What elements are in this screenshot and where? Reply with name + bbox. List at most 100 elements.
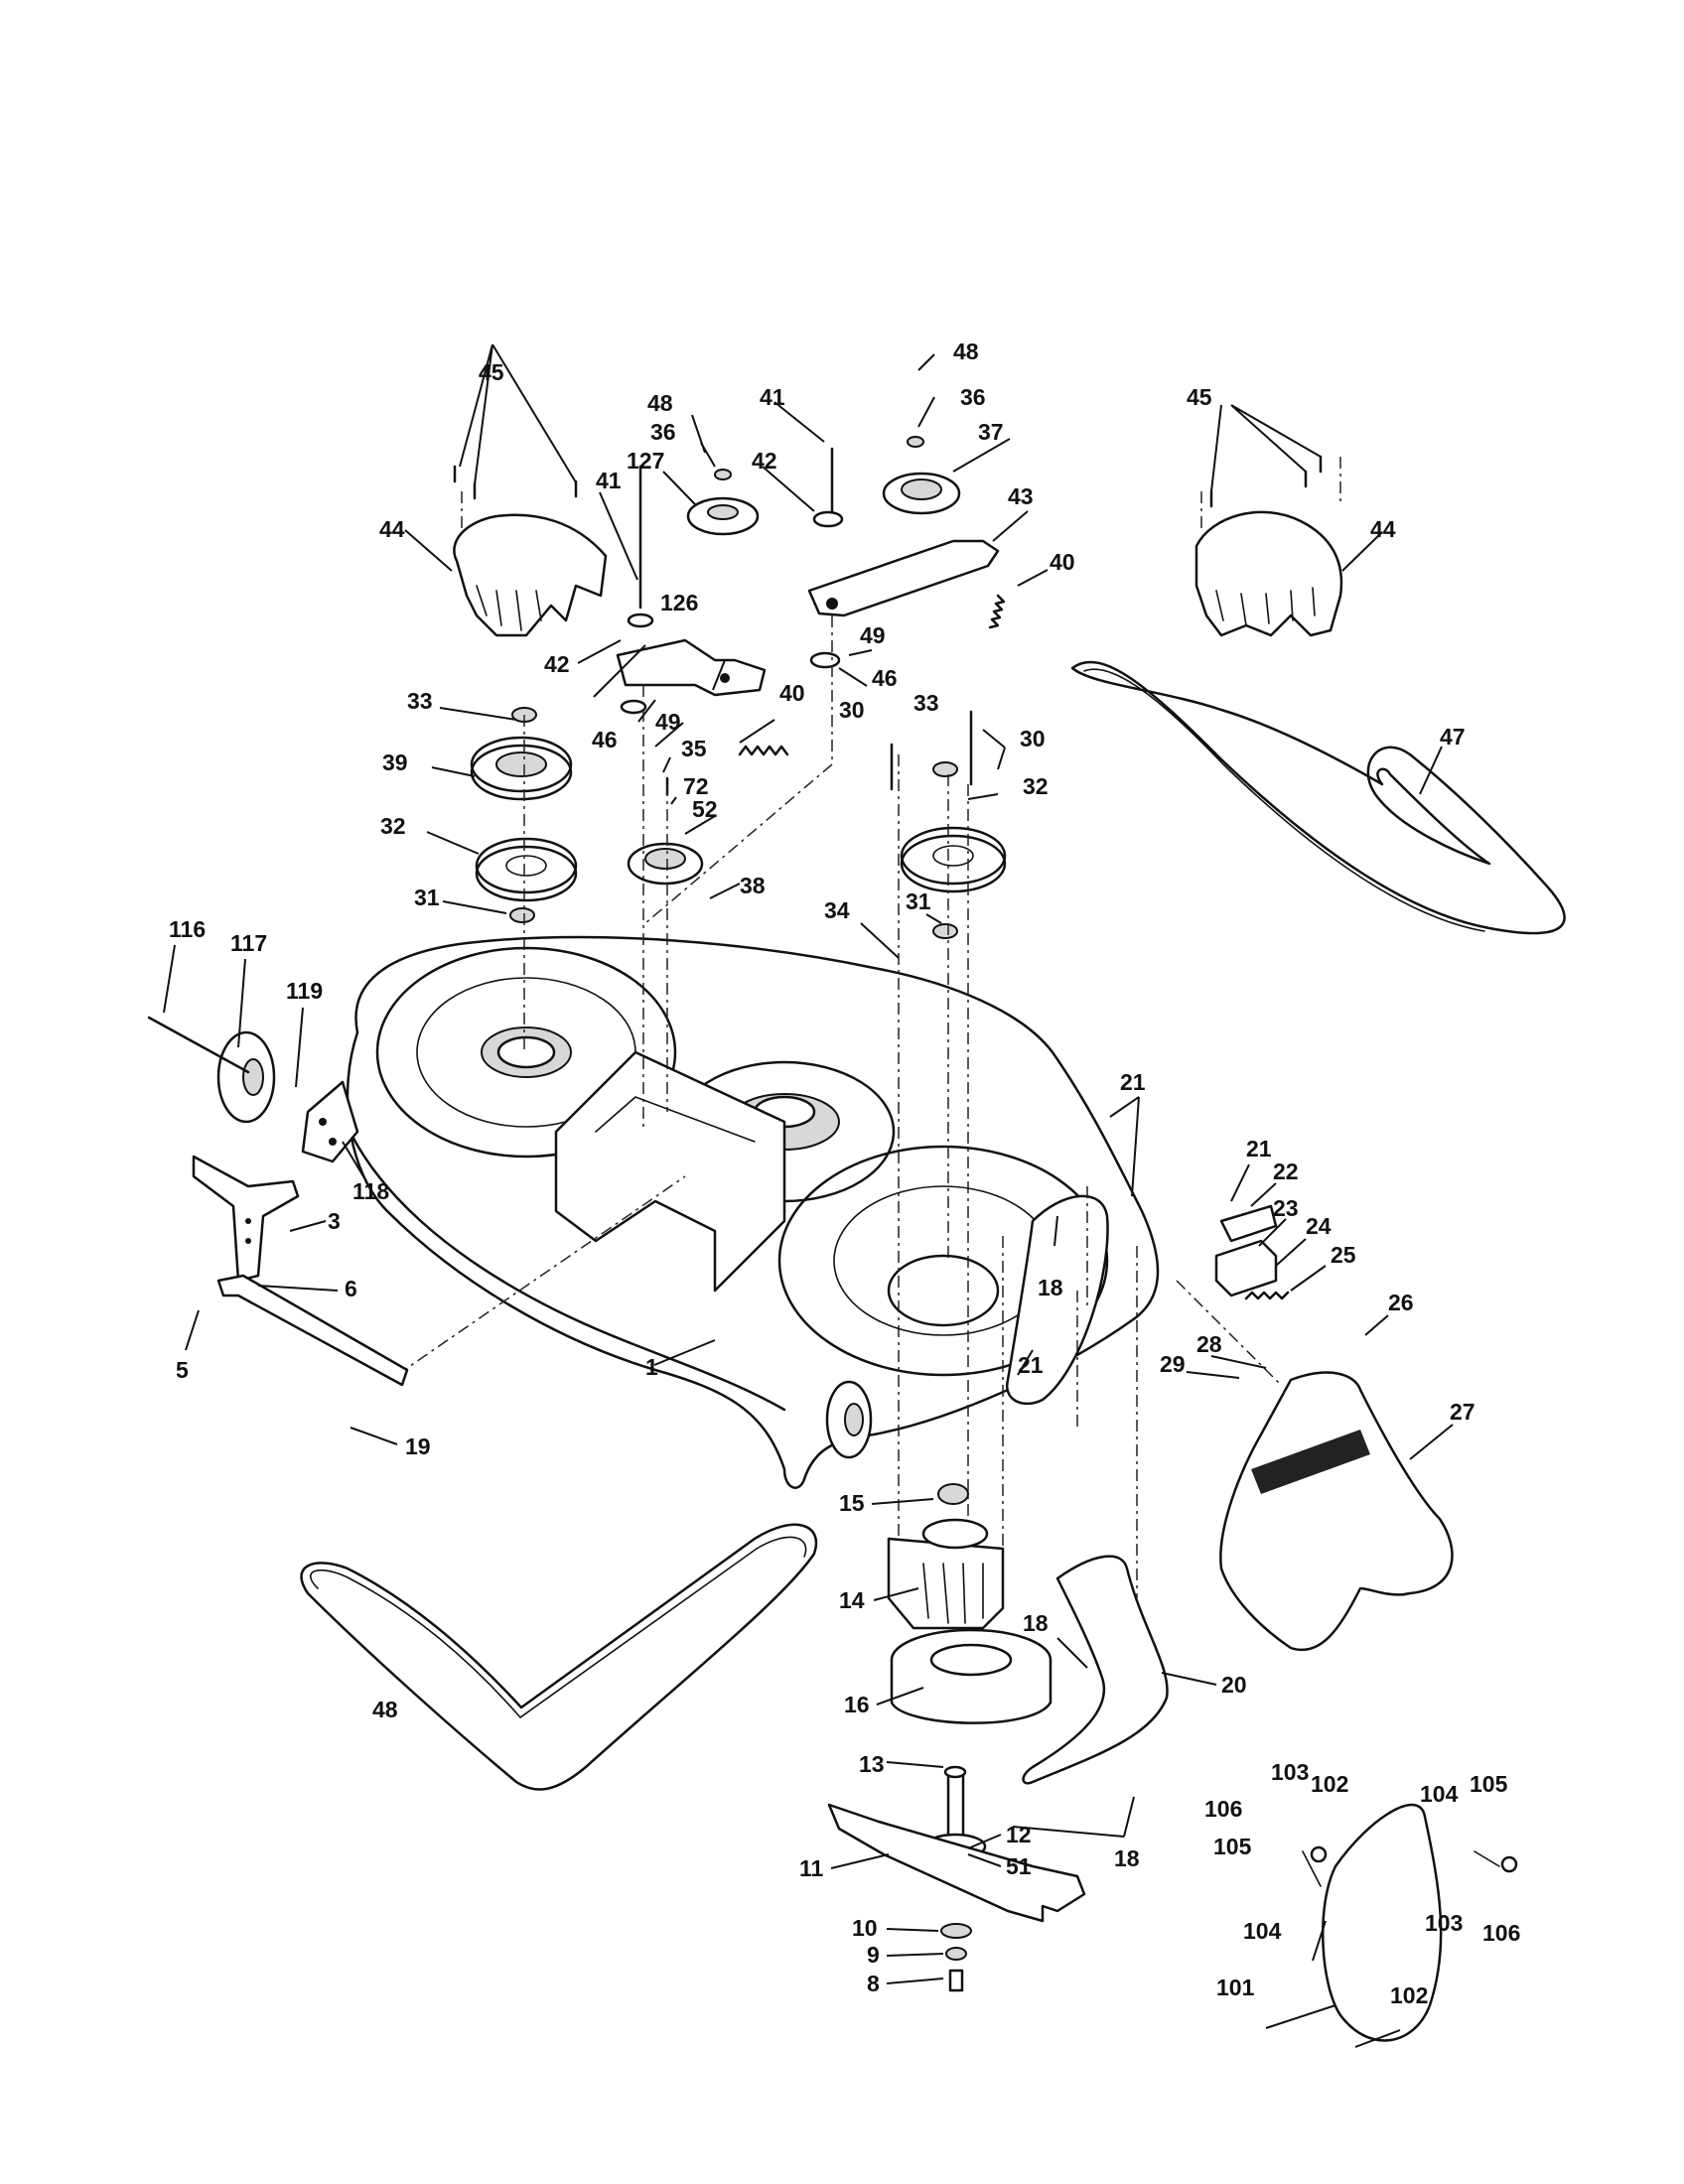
label-119: 119: [286, 978, 323, 1004]
label-21-a: 21: [1120, 1069, 1146, 1095]
leader-lines: [163, 343, 1454, 2048]
belt-48: [300, 1523, 818, 1791]
idler-arm-126: [616, 638, 767, 697]
label-48: 48: [372, 1697, 398, 1722]
chute-bracket-23: [1214, 1204, 1278, 1297]
label-41-b: 41: [596, 468, 622, 493]
label-34: 34: [824, 897, 850, 923]
label-8: 8: [867, 1971, 880, 1996]
label-49-b: 48: [953, 339, 979, 364]
pulley-32-right: [900, 826, 1007, 893]
spacer-15: [937, 1483, 969, 1505]
label-26: 26: [1388, 1290, 1414, 1315]
blade-hardware: [940, 1923, 972, 1992]
label-49-a: 48: [647, 390, 673, 416]
label-127: 127: [627, 448, 664, 474]
label-101: 101: [1216, 1975, 1255, 2000]
label-5: 5: [176, 1357, 189, 1383]
label-117: 117: [230, 930, 267, 956]
label-21-b: 21: [1246, 1136, 1272, 1161]
label-104-b: 104: [1243, 1918, 1282, 1944]
belt-cover-right-45: [1194, 510, 1343, 637]
label-23: 23: [1273, 1195, 1299, 1221]
label-51: 51: [1006, 1853, 1032, 1879]
label-29: 29: [1160, 1351, 1186, 1377]
label-40-a: 40: [1050, 549, 1075, 575]
label-36-a: 36: [650, 419, 676, 445]
label-32-b: 32: [1023, 773, 1049, 799]
label-14: 14: [839, 1587, 865, 1613]
mulch-plug-101: [1302, 1803, 1518, 2042]
label-18-b: 18: [1023, 1610, 1049, 1636]
label-39: 39: [382, 750, 408, 775]
label-42-b: 42: [544, 651, 570, 677]
label-42-a: 42: [752, 448, 777, 474]
label-32-a: 32: [380, 813, 406, 839]
label-102-b: 102: [1390, 1982, 1428, 2008]
idler-pulley-127: [686, 496, 760, 536]
label-19: 19: [405, 1433, 431, 1459]
label-9: 9: [867, 1942, 880, 1968]
height-adjust-bracket-3: [192, 1155, 300, 1283]
label-6: 6: [345, 1276, 357, 1301]
label-13: 13: [859, 1751, 885, 1777]
label-24: 24: [1306, 1213, 1332, 1239]
label-106-b: 106: [1482, 1920, 1520, 1946]
label-72: 72: [683, 773, 709, 799]
blade-11: [827, 1803, 1086, 1923]
pulley-39: [470, 736, 573, 801]
label-16: 16: [844, 1692, 870, 1717]
label-31-b: 31: [906, 888, 931, 914]
label-28: 28: [1196, 1331, 1222, 1357]
label-44-b: 46: [592, 727, 618, 752]
label-40-b: 40: [779, 680, 805, 706]
label-44-a: 46: [872, 665, 898, 691]
label-37: 37: [978, 419, 1004, 445]
label-103-a: 103: [1271, 1759, 1309, 1785]
label-12: 12: [1006, 1822, 1032, 1847]
label-36-b: 36: [960, 384, 986, 410]
belt-cover-left-45: [453, 513, 608, 637]
label-33-b: 33: [913, 690, 939, 716]
idler-pulley-52: [627, 842, 704, 886]
link-6: [216, 1274, 409, 1387]
label-52: 52: [692, 796, 718, 822]
label-102-a: 102: [1311, 1771, 1348, 1797]
label-27: 27: [1450, 1399, 1475, 1425]
label-46-right: 45: [1187, 384, 1212, 410]
label-31-a: 31: [414, 885, 440, 910]
label-50-a: 49: [860, 622, 886, 648]
label-106-a: 106: [1204, 1796, 1242, 1822]
gauge-wheel-117: [147, 1016, 276, 1124]
baffle-20: [1022, 1555, 1169, 1785]
pulley-32-left: [475, 837, 578, 902]
spindle-housing-14: [887, 1518, 1005, 1630]
label-46-left: 45: [479, 359, 504, 385]
label-11: 11: [799, 1855, 824, 1881]
label-38: 38: [740, 873, 766, 898]
label-35: 35: [681, 736, 707, 761]
spring-40: [738, 594, 1290, 1300]
label-21-c: 21: [1018, 1352, 1044, 1378]
label-15: 15: [839, 1490, 865, 1516]
label-103-b: 103: [1425, 1910, 1463, 1936]
label-41-a: 41: [760, 384, 785, 410]
label-47: 47: [1440, 724, 1466, 750]
label-18-a: 18: [1038, 1275, 1063, 1300]
label-20: 20: [1221, 1672, 1247, 1698]
label-118: 118: [352, 1178, 389, 1204]
part-labels: 45 45 44 44 48 36 127 41 41 42 42 48 36 …: [169, 339, 1520, 2008]
label-105-a: 105: [1470, 1771, 1508, 1797]
label-33-a: 33: [407, 688, 433, 714]
label-45-left: 44: [379, 516, 405, 542]
alignment-lines: [396, 457, 1341, 1628]
idler-pulley-37: [882, 472, 961, 515]
label-43: 43: [1008, 483, 1034, 509]
blade-guard-16: [890, 1628, 1052, 1724]
deck-housing: [301, 935, 1160, 1489]
label-3: 3: [328, 1208, 341, 1234]
discharge-chute-27: [1219, 1371, 1454, 1652]
label-30-a: 30: [839, 697, 865, 723]
label-104-a: 104: [1420, 1781, 1459, 1807]
